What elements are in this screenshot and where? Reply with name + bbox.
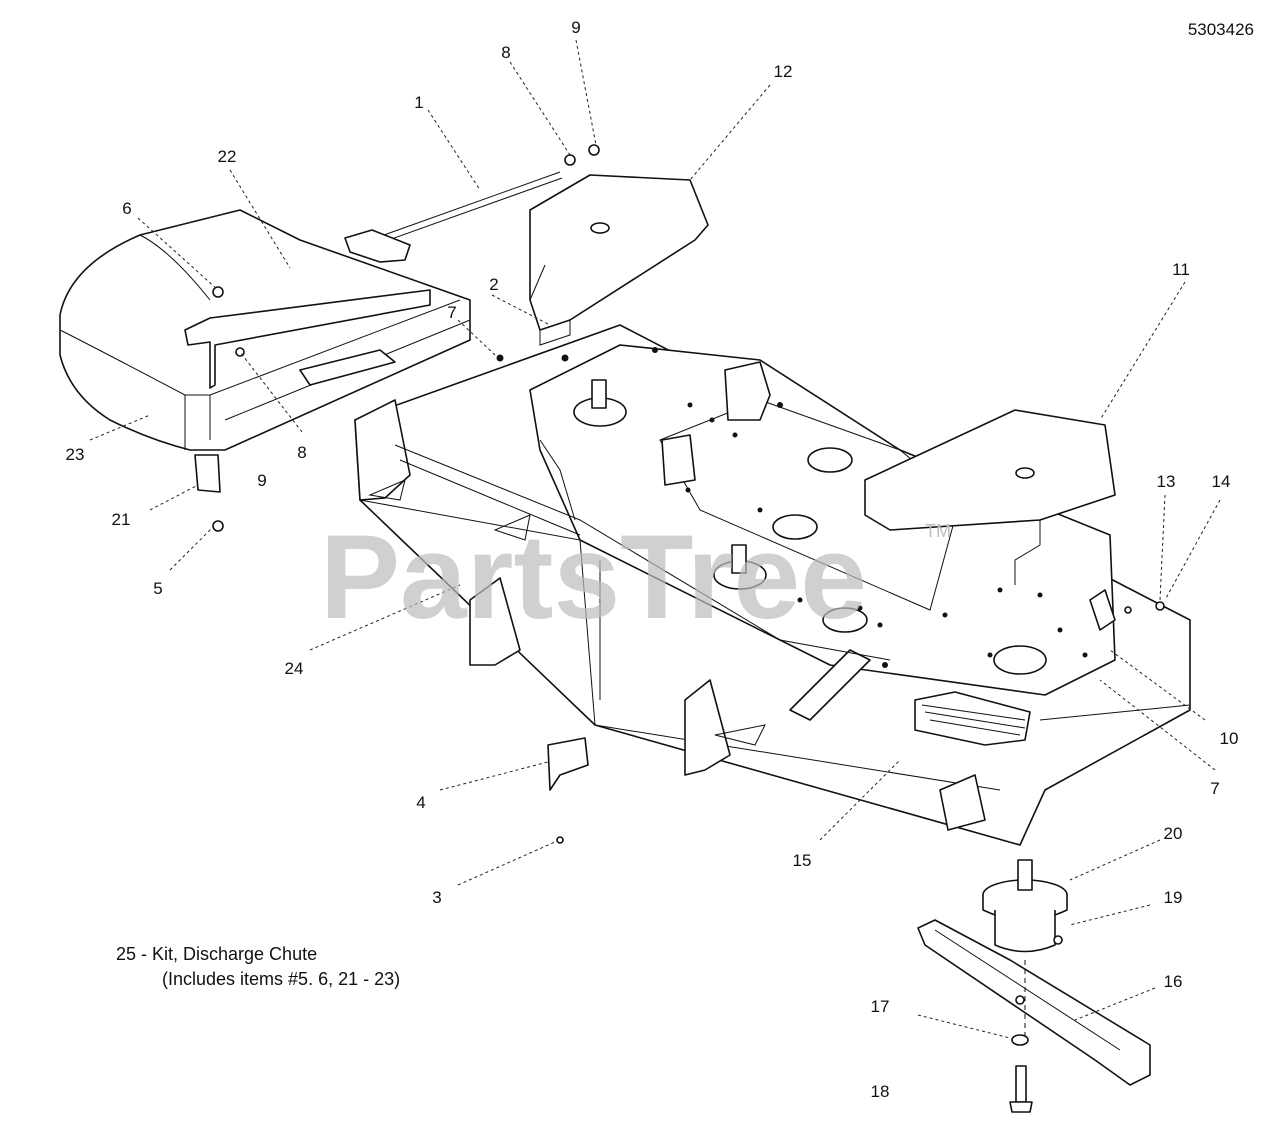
kit-note-line1: 25 - Kit, Discharge Chute bbox=[116, 944, 318, 964]
kit-note-line2: (Includes items #5. 6, 21 - 23) bbox=[162, 969, 401, 989]
callout-label: 2 bbox=[489, 275, 498, 294]
adjustment-rod[interactable] bbox=[344, 144, 600, 263]
callout-label: 20 bbox=[1164, 824, 1183, 843]
callout-label: 7 bbox=[447, 303, 456, 322]
mower-deck-housing[interactable] bbox=[354, 324, 1191, 846]
callout-label: 3 bbox=[432, 888, 441, 907]
callout-label: 17 bbox=[871, 997, 890, 1016]
deck-holes bbox=[496, 347, 1088, 668]
callout-label: 24 bbox=[285, 659, 304, 678]
callout-label: 18 bbox=[871, 1082, 890, 1101]
callout-label: 21 bbox=[112, 510, 131, 529]
callout-label: 15 bbox=[793, 851, 812, 870]
callout-label: 8 bbox=[501, 43, 510, 62]
deck-hardware bbox=[547, 589, 1165, 844]
drawing-number: 5303426 bbox=[1188, 20, 1254, 39]
mower-blade[interactable] bbox=[917, 919, 1151, 1086]
part-callouts: 9 8 12 1 22 6 2 7 11 23 8 9 21 5 13 14 2… bbox=[66, 18, 1239, 1101]
callout-label: 9 bbox=[257, 471, 266, 490]
callout-label: 11 bbox=[1172, 260, 1190, 279]
callout-label: 12 bbox=[774, 62, 793, 81]
leader-lines bbox=[89, 39, 1221, 1039]
callout-label: 13 bbox=[1157, 472, 1176, 491]
callout-label: 8 bbox=[297, 443, 306, 462]
callout-label: 9 bbox=[571, 18, 580, 37]
watermark: PartsTree TM bbox=[320, 510, 951, 644]
spindle-assembly[interactable] bbox=[982, 859, 1068, 953]
callout-label: 1 bbox=[414, 93, 423, 112]
blade-hardware bbox=[1009, 960, 1033, 1113]
callout-label: 7 bbox=[1210, 779, 1219, 798]
watermark-text: PartsTree bbox=[320, 510, 867, 644]
callout-label: 22 bbox=[218, 147, 237, 166]
callout-label: 19 bbox=[1164, 888, 1183, 907]
callout-label: 5 bbox=[153, 579, 162, 598]
callout-label: 10 bbox=[1220, 729, 1239, 748]
belt-cover-right[interactable] bbox=[864, 409, 1116, 585]
callout-label: 16 bbox=[1164, 972, 1183, 991]
callout-label: 4 bbox=[416, 793, 425, 812]
belt-cover-left[interactable] bbox=[529, 174, 709, 346]
callout-label: 6 bbox=[122, 199, 131, 218]
callout-label: 23 bbox=[66, 445, 85, 464]
watermark-trademark: TM bbox=[925, 521, 951, 541]
callout-label: 14 bbox=[1212, 472, 1231, 491]
